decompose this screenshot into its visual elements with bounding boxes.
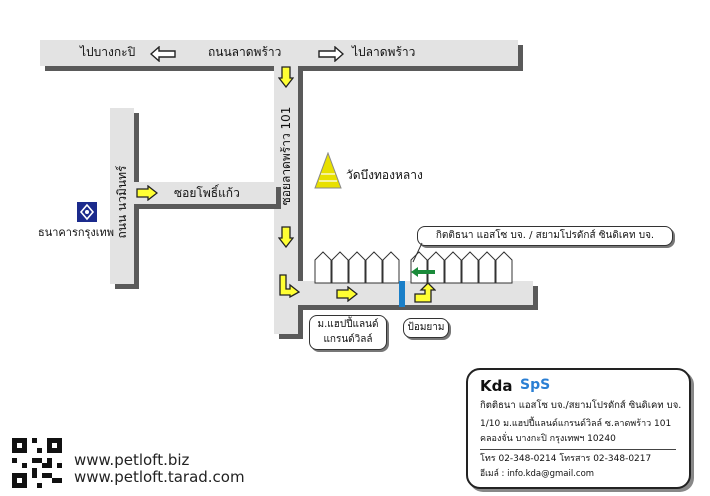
label-company: กิตติธนา แอสโซ บจ. / สยามโปรดักส์ ซินดิเ… xyxy=(435,230,655,241)
label-village-line1: ม.แฮปปี้แลนด์ xyxy=(317,319,379,330)
label-bank: ธนาคารกรุงเทพ xyxy=(38,226,115,239)
yellow-arrow-right-icon xyxy=(336,286,358,302)
arrow-left-icon xyxy=(150,46,176,62)
village-callout: ม.แฮปปี้แลนด์ แกรนด์วิลล์ xyxy=(309,315,387,350)
qr-code-icon xyxy=(12,438,62,488)
company-arrow-icon xyxy=(411,267,435,277)
label-nawamin: ถนน นวมินทร์ xyxy=(115,165,129,239)
label-temple: วัดบึงทองหลาง xyxy=(346,168,423,182)
callout-pointer xyxy=(412,242,423,263)
yellow-arrow-down-icon xyxy=(278,226,294,248)
company-callout: กิตติธนา แอสโซ บจ. / สยามโปรดักส์ ซินดิเ… xyxy=(417,226,673,246)
guard-gate-marker xyxy=(399,281,405,307)
card-address-1: 1/10 ม.แฮปปี้แลนด์แกรนด์วิลล์ ซ.ลาดพร้าว… xyxy=(480,419,672,429)
yellow-arrow-down-icon xyxy=(278,66,294,88)
yellow-turn-up-icon xyxy=(414,282,436,303)
logo-kda: Kda xyxy=(480,377,513,395)
yellow-arrow-right-icon xyxy=(136,185,158,201)
label-village-line2: แกรนด์วิลล์ xyxy=(323,334,373,345)
business-card: Kda SpS กิตติธนา แอสโซ บจ./สยามโปรดักส์ … xyxy=(466,368,691,489)
label-soi-phochaeo: ซอยโพธิ์แก้ว xyxy=(174,186,240,200)
card-email: อีเมล์ : info.kda@gmail.com xyxy=(480,469,595,479)
label-to-bangkapi: ไปบางกะปิ xyxy=(80,45,136,59)
road-soi-phochaeo xyxy=(132,182,276,204)
road-nawamin xyxy=(110,108,134,284)
yellow-turn-right-icon xyxy=(279,274,300,298)
card-company: กิตติธนา แอสโซ บจ./สยามโปรดักส์ ซินดิเคท… xyxy=(480,400,682,411)
card-address-2: คลองจั่น บางกะปิ กรุงเทพฯ 10240 xyxy=(480,434,616,444)
road-ladprao xyxy=(40,40,518,66)
arrow-right-icon xyxy=(318,46,344,62)
label-soi-101: ซอยลาดพร้าว 101 xyxy=(279,106,293,206)
temple-icon xyxy=(314,152,342,189)
label-to-ladprao: ไปลาดพร้าว xyxy=(352,45,416,59)
label-guard: ป้อมยาม xyxy=(407,322,445,333)
website-link-tarad[interactable]: www.petloft.tarad.com xyxy=(74,468,245,486)
logo-sps: SpS xyxy=(520,377,551,393)
bangkok-bank-logo-icon xyxy=(77,202,97,222)
village-houses-right xyxy=(410,251,513,284)
card-divider xyxy=(480,449,676,450)
card-phone: โทร 02-348-0214 โทรสาร 02-348-0217 xyxy=(480,454,652,464)
guard-callout: ป้อมยาม xyxy=(403,318,449,338)
website-link-biz[interactable]: www.petloft.biz xyxy=(74,451,190,469)
village-houses-left xyxy=(314,251,400,284)
label-ladprao-road: ถนนลาดพร้าว xyxy=(208,45,282,59)
